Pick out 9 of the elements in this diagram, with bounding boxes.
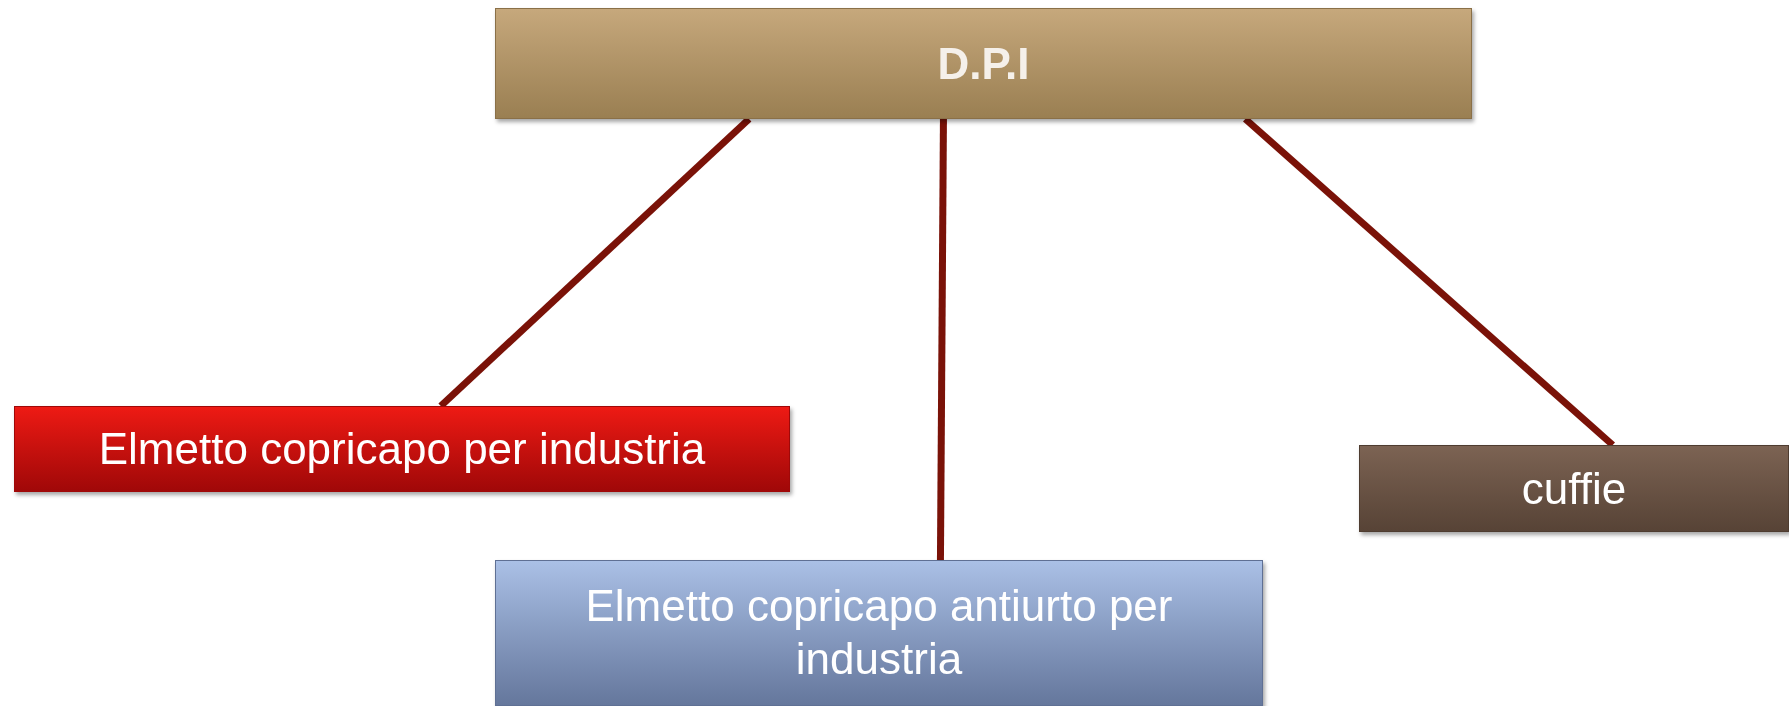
box-label: cuffie (1521, 462, 1627, 515)
category-box (495, 560, 1263, 706)
box-label: Elmetto copricapo antiurto per industria (584, 580, 1174, 685)
category-box (14, 406, 790, 492)
category-box (1359, 445, 1789, 532)
box-label: Elmetto copricapo per industria (98, 423, 706, 475)
connector-line (936, 118, 947, 561)
category-box (495, 8, 1472, 119)
box-label: D.P.I (937, 37, 1030, 90)
